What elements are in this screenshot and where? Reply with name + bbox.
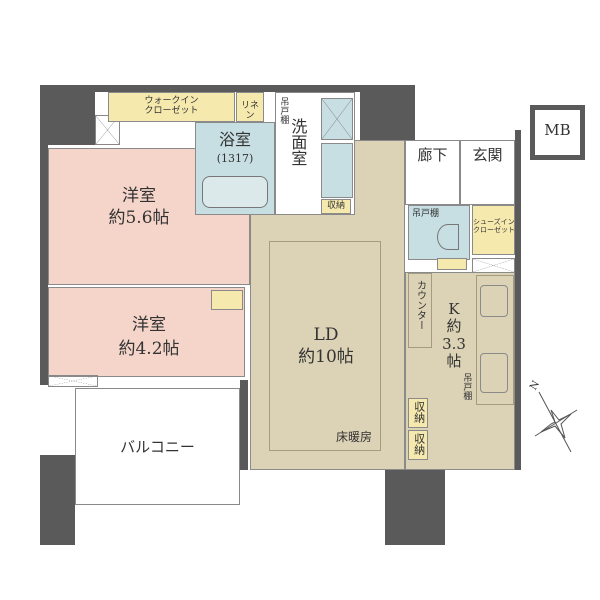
- wall: [40, 85, 390, 92]
- storage-2-label: 収納: [412, 433, 426, 455]
- storage-1: 収納: [408, 398, 428, 428]
- walk-in-closet: ウォークイン クローゼット: [108, 92, 235, 122]
- wall: [40, 85, 48, 385]
- bedroom-2-label: 洋室: [132, 315, 166, 335]
- linen-label: リネン: [240, 101, 259, 122]
- bedroom-2: 洋室 約4.2帖: [48, 287, 245, 377]
- compass-rose-icon: [534, 391, 578, 453]
- wall: [40, 85, 95, 145]
- bedroom-2-size: 約4.2帖: [118, 339, 180, 359]
- bath-size: (1317): [216, 152, 254, 165]
- shoes-closet-label: シューズイン クローゼット: [473, 218, 515, 235]
- linen-closet: リネン: [236, 92, 264, 122]
- kitchen-label: K 約 3.3 帖: [434, 300, 474, 370]
- storage-2: 収納: [408, 430, 428, 460]
- stove: [480, 285, 508, 317]
- balcony-label: バルコニー: [120, 438, 195, 456]
- washroom: 洗面室 吊戸棚 収納: [275, 92, 355, 215]
- storage-wash: 収納: [321, 199, 351, 214]
- kitchen: カウンター K 約 3.3 帖 吊戸棚 収納 収納: [405, 272, 515, 470]
- kitchen-storage: [437, 258, 467, 270]
- bathroom: 浴室 (1317): [195, 122, 275, 215]
- hanging-shelf: [321, 98, 353, 140]
- shaft: [48, 375, 98, 387]
- shaft: [472, 258, 515, 273]
- meter-box: MB: [530, 105, 585, 160]
- kitchen-counter: [476, 275, 514, 405]
- compass: N: [525, 379, 585, 460]
- walk-in-closet-label: ウォークイン クローゼット: [144, 96, 199, 117]
- balcony: バルコニー: [75, 388, 240, 505]
- toilet: 吊戸棚: [408, 205, 470, 260]
- hallway-label: 廊下: [417, 146, 448, 164]
- toilet-hanging-shelf-label: 吊戸棚: [412, 209, 440, 219]
- bedroom-1-size: 約5.6帖: [108, 208, 170, 228]
- wall: [515, 130, 521, 470]
- bathtub: [202, 176, 268, 208]
- kitchen-sink: [480, 353, 508, 393]
- bedroom-1-label: 洋室: [122, 186, 156, 206]
- wall: [240, 380, 248, 470]
- ld-size: 約10帖: [298, 347, 354, 367]
- kitchen-size-value: 3.3: [442, 334, 466, 353]
- hanging-shelf-label: 吊戸棚: [278, 97, 289, 124]
- wall: [40, 455, 75, 545]
- kitchen-size: 約: [446, 317, 462, 336]
- entrance-label: 玄関: [472, 146, 503, 164]
- shaft: [95, 115, 120, 145]
- counter: カウンター: [408, 273, 432, 348]
- closet: [211, 290, 243, 310]
- shoes-closet: シューズイン クローゼット: [472, 205, 515, 255]
- counter-label: カウンター: [414, 280, 426, 330]
- kitchen-name: K: [448, 300, 460, 318]
- kitchen-hanging-shelf-label: 吊戸棚: [461, 373, 472, 400]
- storage-1-label: 収納: [412, 401, 426, 423]
- entrance: 玄関: [460, 140, 515, 205]
- storage-label: 収納: [326, 201, 345, 211]
- washbasin: [321, 143, 353, 198]
- bath-label: 浴室: [218, 130, 251, 149]
- hallway: 廊下: [405, 140, 460, 205]
- ld-label: LD: [313, 325, 339, 345]
- kitchen-size-unit: 帖: [446, 351, 462, 370]
- mb-label: MB: [544, 121, 571, 139]
- floor-heating-area: [269, 241, 381, 451]
- wall: [385, 470, 445, 545]
- wall: [360, 85, 415, 140]
- floor-heating-label: 床暖房: [336, 430, 373, 444]
- washroom-label: 洗面室: [288, 118, 308, 166]
- toilet-bowl: [437, 224, 459, 250]
